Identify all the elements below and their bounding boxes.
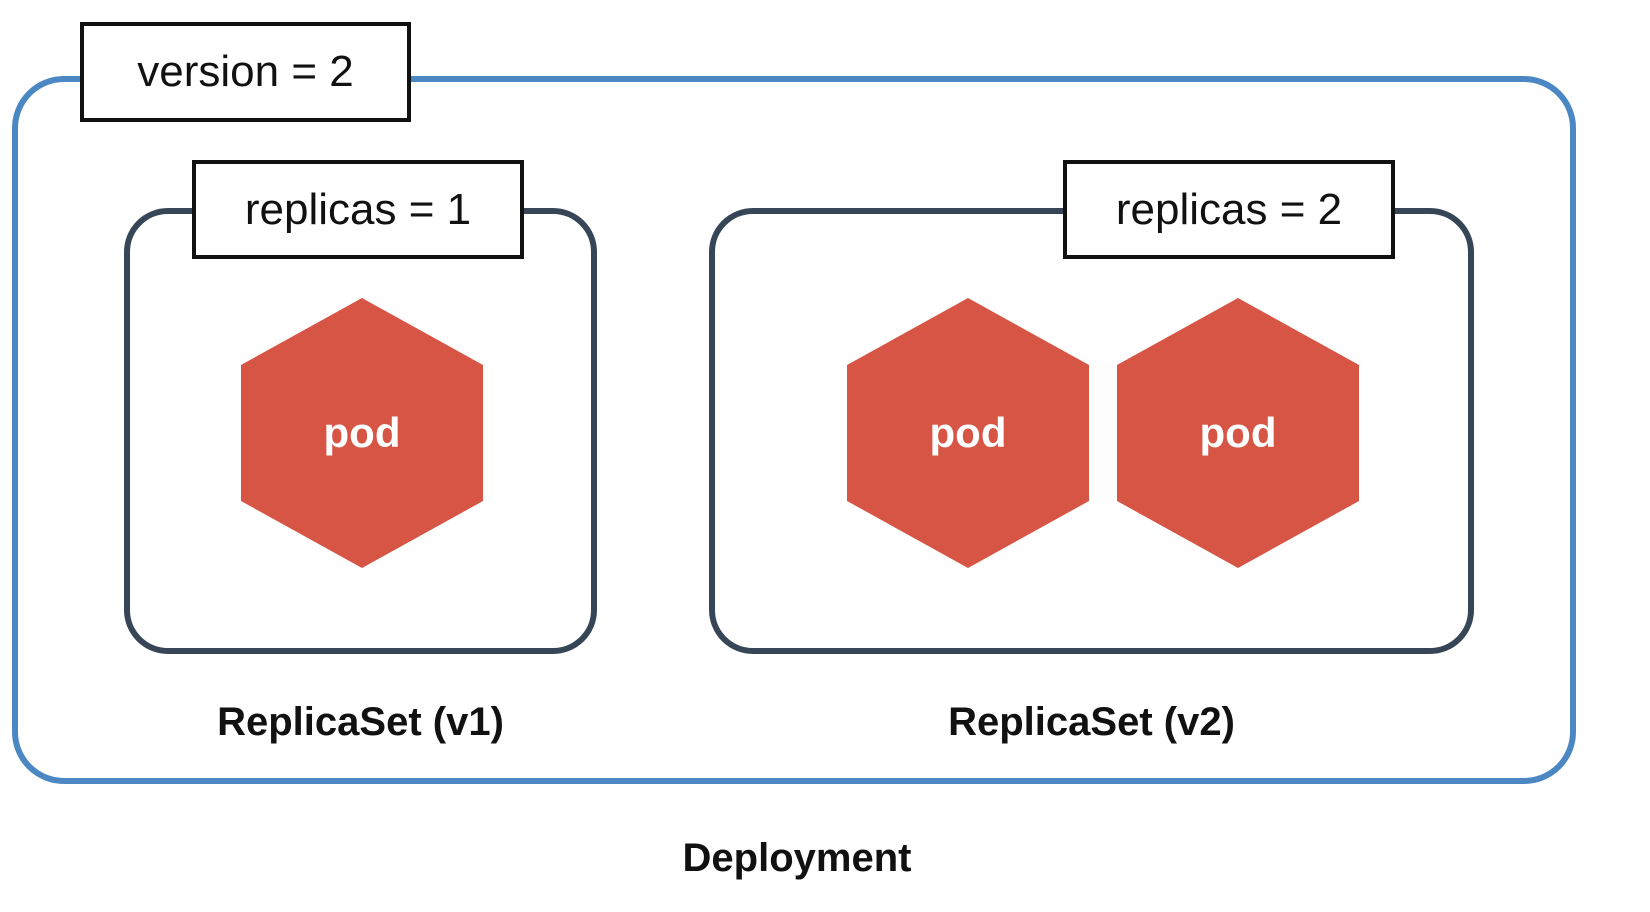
pod-hexagon: pod (241, 298, 483, 568)
pod-label: pod (323, 409, 401, 456)
hexagon-icon (847, 298, 1089, 568)
version-label: version = 2 (80, 22, 411, 122)
replicaset-v1-caption: ReplicaSet (v1) (217, 700, 504, 744)
hexagon-icon (1117, 298, 1359, 568)
pod-label: pod (929, 409, 1007, 456)
replicas-v1-label: replicas = 1 (192, 160, 524, 259)
replicaset-v2-container (709, 208, 1474, 654)
replicaset-v2-caption: ReplicaSet (v2) (948, 700, 1235, 744)
deployment-caption: Deployment (682, 836, 912, 880)
replicas-v2-label: replicas = 2 (1063, 160, 1395, 259)
pod-hexagon: pod (1117, 298, 1359, 568)
pod-label: pod (1199, 409, 1277, 456)
hexagon-icon (241, 298, 483, 568)
pod-hexagon: pod (847, 298, 1089, 568)
deployment-container (12, 76, 1576, 784)
